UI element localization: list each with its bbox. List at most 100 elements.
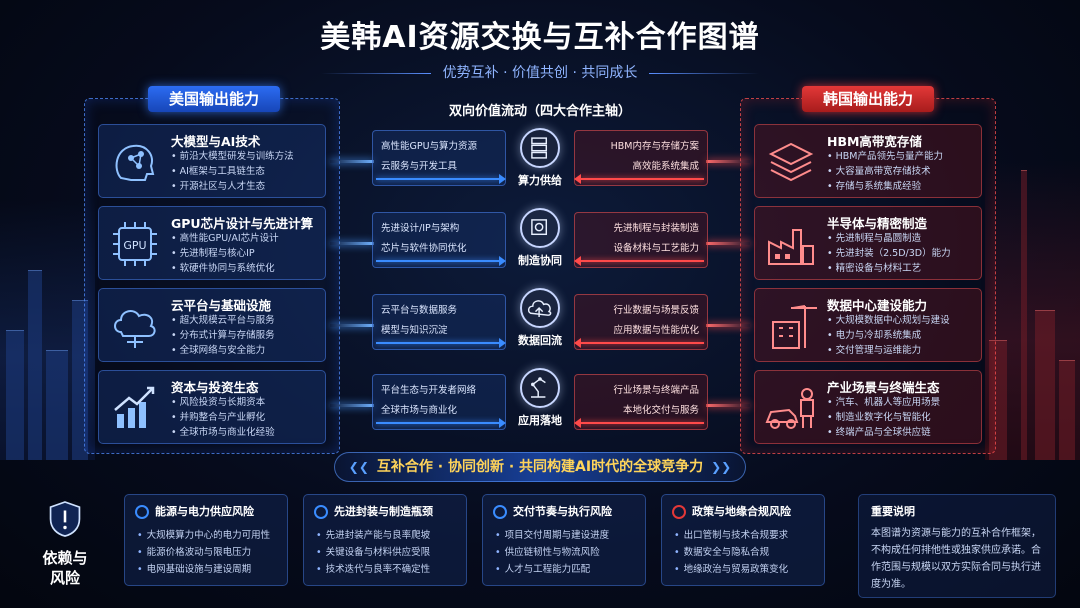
us-panel-heading: 美国输出能力	[148, 86, 280, 112]
slogan-text: 互补合作 · 协同创新 · 共同构建AI时代的全球竞争力	[376, 459, 704, 475]
flow-text: 高效能系统集成	[632, 161, 699, 172]
us-skyline-backdrop	[0, 200, 95, 460]
risk-point: 人才与工程能力匹配	[495, 561, 609, 578]
policy-icon	[672, 505, 686, 519]
flow-text: 平台生态与开发者网络	[381, 385, 477, 396]
kr-flow-beam	[706, 324, 750, 327]
risk-title: 政策与地缘合规风险	[692, 505, 791, 518]
capability-point: 全球市场与商业化经验	[171, 425, 275, 440]
capability-point: AI框架与工具链生态	[171, 164, 294, 179]
center-heading: 双向价值流动（四大合作主轴）	[448, 104, 631, 119]
axis-label: 制造协同	[518, 254, 562, 267]
capability-point: 大容量高带宽存储技术	[827, 164, 943, 179]
axis-label: 算力供给	[518, 174, 562, 187]
slogan-banner: ❮❮ 互补合作 · 协同创新 · 共同构建AI时代的全球竞争力 ❯❯	[334, 452, 746, 482]
capability-point: 高性能GPU/AI芯片设计	[171, 231, 279, 246]
risk-point: 电网基础设施与建设周期	[137, 561, 270, 578]
flow-text: 云平台与数据服务	[381, 305, 458, 316]
car-robot-icon	[765, 388, 814, 429]
axis-compute: 算力供给	[508, 128, 572, 202]
capability-name: HBM高带宽存储	[827, 134, 922, 149]
kr-flow-beam	[706, 160, 750, 163]
kr-to-us-arrow	[574, 174, 704, 184]
flow-text: 行业数据与场景反馈	[613, 305, 699, 316]
us-to-kr-arrow	[376, 174, 506, 184]
capability-name: 云平台与基础设施	[171, 298, 272, 313]
capability-point: 先进制程与晶圆制造	[827, 231, 951, 246]
building-crane-icon	[772, 305, 817, 349]
memory-stack-icon	[768, 142, 814, 182]
chevron-right-icon: ❯❯	[711, 460, 732, 474]
risk-point: 先进封装产能与良率爬坡	[316, 527, 431, 544]
svg-text:GPU: GPU	[123, 239, 146, 252]
risk-point: 关键设备与材料供应受限	[316, 544, 431, 561]
capability-point: 大规模数据中心规划与建设	[827, 313, 950, 328]
capability-name: GPU芯片设计与先进计算	[171, 216, 314, 231]
capability-name: 大模型与AI技术	[171, 134, 261, 149]
kr-to-us-arrow	[574, 256, 704, 266]
axis-label: 应用落地	[518, 414, 562, 427]
kr-to-us-arrow	[574, 338, 704, 348]
kr-to-us-arrow	[574, 418, 704, 428]
kr-capability-card: 数据中心建设能力 大规模数据中心规划与建设 电力与冷却系统集成 交付管理与运维能…	[754, 288, 982, 362]
risk-point: 出口管制与技术合规要求	[674, 527, 789, 544]
kr-skyline-backdrop	[985, 160, 1080, 460]
chevron-left-icon: ❮❮	[348, 460, 369, 474]
capability-point: 先进封装（2.5D/3D）能力	[827, 246, 951, 261]
capability-name: 资本与投资生态	[171, 380, 259, 395]
risk-point: 地缘政治与贸易政策变化	[674, 561, 789, 578]
flow-text: 先进设计/IP与架构	[381, 223, 460, 234]
shield-alert-icon	[49, 501, 81, 537]
capability-point: HBM产品领先与量产能力	[827, 149, 943, 164]
flow-text: 高性能GPU与算力资源	[381, 141, 478, 152]
risk-point: 大规模算力中心的电力可用性	[137, 527, 271, 544]
us-flow-box: 先进设计/IP与架构 芯片与软件协同优化	[372, 212, 506, 268]
risk-title: 交付节奏与执行风险	[513, 505, 612, 518]
capability-point: 制造业数字化与智能化	[827, 410, 940, 425]
capability-point: 存储与系统集成经验	[827, 179, 943, 194]
flow-text: 行业场景与终端产品	[613, 385, 699, 396]
capability-point: 精密设备与材料工艺	[827, 261, 951, 276]
kr-flow-box: 行业场景与终端产品 本地化交付与服务	[574, 374, 708, 430]
risk-heading-text: 风险	[49, 569, 80, 587]
kr-flow-box: HBM内存与存储方案 高效能系统集成	[574, 130, 708, 186]
risk-card: 先进封装与制造瓶颈 先进封装产能与良率爬坡 关键设备与材料供应受限 技术迭代与良…	[303, 494, 467, 586]
growth-chart-icon	[114, 386, 155, 428]
flow-text: 应用数据与性能优化	[613, 325, 699, 336]
kr-flow-box: 先进制程与封装制造 设备材料与工艺能力	[574, 212, 708, 268]
risk-heading: 依赖与风险	[22, 492, 108, 600]
axis-application: 应用落地	[508, 368, 572, 442]
worker-icon	[314, 505, 328, 519]
kr-flow-beam	[706, 242, 750, 245]
cloud-icon	[114, 310, 156, 348]
flow-text: 模型与知识沉淀	[381, 325, 448, 336]
risk-title: 能源与电力供应风险	[155, 505, 254, 518]
capability-point: 超大规模云平台与服务	[171, 313, 275, 328]
kr-capability-card: 半导体与精密制造 先进制程与晶圆制造 先进封装（2.5D/3D）能力 精密设备与…	[754, 206, 982, 280]
risk-point: 供应链韧性与物流风险	[495, 544, 609, 561]
axis-manufacturing: 制造协同	[508, 208, 572, 282]
risk-card: 政策与地缘合规风险 出口管制与技术合规要求 数据安全与隐私合规 地缘政治与贸易政…	[661, 494, 825, 586]
note-body: 本图谱为资源与能力的互补合作框架，不构成任何排他性或独家供应承诺。合作范围与规模…	[871, 528, 1041, 590]
flow-text: 芯片与软件协同优化	[381, 243, 467, 254]
gpu-chip-icon: GPU	[113, 222, 157, 266]
us-flow-box: 平台生态与开发者网络 全球市场与商业化	[372, 374, 506, 430]
capability-point: 终端产品与全球供应链	[827, 425, 940, 440]
us-flow-beam	[330, 324, 374, 327]
capability-point: 交付管理与运维能力	[827, 343, 950, 358]
us-capability-card: 云平台与基础设施 超大规模云平台与服务 分布式计算与存储服务 全球网络与安全能力	[98, 288, 326, 362]
us-capability-card: GPU GPU芯片设计与先进计算 高性能GPU/AI芯片设计 先进制程与核心IP…	[98, 206, 326, 280]
us-flow-beam	[330, 242, 374, 245]
robot-arm-icon	[531, 377, 546, 398]
us-to-kr-arrow	[376, 418, 506, 428]
capability-point: 汽车、机器人等应用场景	[827, 395, 941, 410]
capability-point: 分布式计算与存储服务	[171, 328, 275, 343]
risk-point: 数据安全与隐私合规	[674, 544, 788, 561]
important-note: 重要说明 本图谱为资源与能力的互补合作框架，不构成任何排他性或独家供应承诺。合作…	[858, 494, 1056, 598]
risk-point: 能源价格波动与限电压力	[137, 544, 270, 561]
risk-heading-text: 依赖与	[42, 549, 88, 567]
flow-text: 本地化交付与服务	[622, 405, 699, 416]
us-flow-beam	[330, 160, 374, 163]
us-flow-box: 高性能GPU与算力资源 云服务与开发工具	[372, 130, 506, 186]
brain-circuit-icon	[115, 144, 155, 181]
